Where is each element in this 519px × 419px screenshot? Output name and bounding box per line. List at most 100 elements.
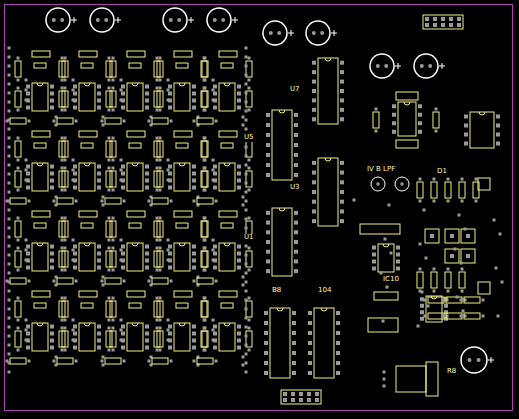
solder-pad <box>156 349 159 352</box>
solder-pad <box>264 371 268 375</box>
solder-pad <box>237 172 241 176</box>
solder-pad <box>25 249 28 252</box>
resistor-outline <box>446 297 462 303</box>
solder-pad <box>156 79 159 82</box>
solder-pad <box>108 189 111 192</box>
ic-outline <box>127 243 143 271</box>
solder-pad <box>75 280 78 283</box>
resistor-outline <box>62 221 68 237</box>
solder-pad <box>72 239 75 242</box>
resistor-outline <box>446 313 462 319</box>
solder-pad <box>203 159 206 162</box>
resistor-outline <box>10 278 26 284</box>
solder-pad <box>8 47 11 50</box>
resistor-outline <box>15 171 21 187</box>
solder-pad <box>97 165 101 169</box>
ic-outline <box>398 102 416 136</box>
trimmer-outline <box>425 229 439 243</box>
solder-pad <box>26 325 30 329</box>
solder-pad <box>264 361 268 365</box>
solder-pad <box>266 211 270 215</box>
solder-pad <box>396 246 400 250</box>
resistor-outline <box>110 61 116 77</box>
solder-pad <box>212 339 215 342</box>
footprints <box>6 8 504 404</box>
solder-pad <box>245 218 248 221</box>
solder-pad <box>108 57 111 60</box>
solder-pad <box>120 319 123 322</box>
solder-pad <box>112 327 115 330</box>
ic-notch <box>37 83 43 86</box>
solder-pad <box>73 186 77 190</box>
resistor-outline <box>105 118 121 124</box>
solder-pad <box>442 299 445 302</box>
solder-pad <box>168 245 172 249</box>
solder-pad <box>266 230 270 234</box>
solder-pad <box>159 189 162 192</box>
resistor-outline <box>201 221 207 237</box>
solder-pad <box>61 319 64 322</box>
solder-pad <box>167 339 170 342</box>
ic-outline <box>318 58 338 124</box>
solder-pad <box>203 269 206 272</box>
resistor-outline <box>62 251 68 267</box>
solder-pad <box>264 331 268 335</box>
solder-pad <box>112 297 115 300</box>
solder-pad <box>97 346 101 350</box>
capacitor-outline <box>129 63 141 68</box>
solder-pad <box>8 110 11 113</box>
resistor-outline <box>197 118 213 124</box>
solder-pad <box>242 284 245 287</box>
solder-pad <box>101 280 104 283</box>
solder-pad <box>204 137 207 140</box>
solder-pad <box>8 353 11 356</box>
solder-pad <box>204 319 207 322</box>
solder-pad <box>159 247 162 250</box>
solder-pad <box>170 120 173 123</box>
solder-pad <box>26 106 30 110</box>
solder-pad <box>167 99 170 102</box>
solder-pad <box>108 167 111 170</box>
ic-notch <box>224 163 230 166</box>
solder-pad <box>156 159 159 162</box>
ic-notch <box>84 323 90 326</box>
solder-pad <box>466 234 470 238</box>
solder-pad <box>237 186 241 190</box>
resistor-outline <box>197 198 213 204</box>
solder-pad <box>112 247 115 250</box>
solder-pad <box>213 252 217 256</box>
solder-pad <box>384 238 387 241</box>
solder-pad <box>340 180 344 184</box>
solder-pad <box>168 346 172 350</box>
solder-pad <box>308 351 312 355</box>
solder-pad <box>101 200 104 203</box>
capacitor-outline <box>129 143 141 148</box>
solder-pad <box>312 117 316 121</box>
solder-pad <box>266 163 270 167</box>
resistor-outline <box>219 291 237 297</box>
solder-pad <box>204 167 207 170</box>
solder-pad <box>53 280 56 283</box>
solder-pad <box>17 319 20 322</box>
ic-notch <box>179 323 185 326</box>
solder-pad <box>420 297 424 301</box>
ic-notch <box>224 243 230 246</box>
solder-pad <box>73 252 77 256</box>
solder-pad <box>167 239 170 242</box>
capacitor-pad <box>96 18 100 22</box>
solder-pad <box>17 239 20 242</box>
solder-pad <box>248 297 251 300</box>
solder-pad <box>294 143 298 147</box>
capacitor-outline <box>221 143 233 148</box>
solder-pad <box>168 106 172 110</box>
solder-pad <box>26 172 30 176</box>
solder-pad <box>112 217 115 220</box>
solder-pad <box>204 349 207 352</box>
capacitor-outline <box>396 92 418 100</box>
solder-pad <box>97 245 101 249</box>
solder-pad <box>212 319 215 322</box>
capacitor-outline <box>34 63 46 68</box>
solder-pad <box>442 315 445 318</box>
resistor-outline <box>105 198 121 204</box>
